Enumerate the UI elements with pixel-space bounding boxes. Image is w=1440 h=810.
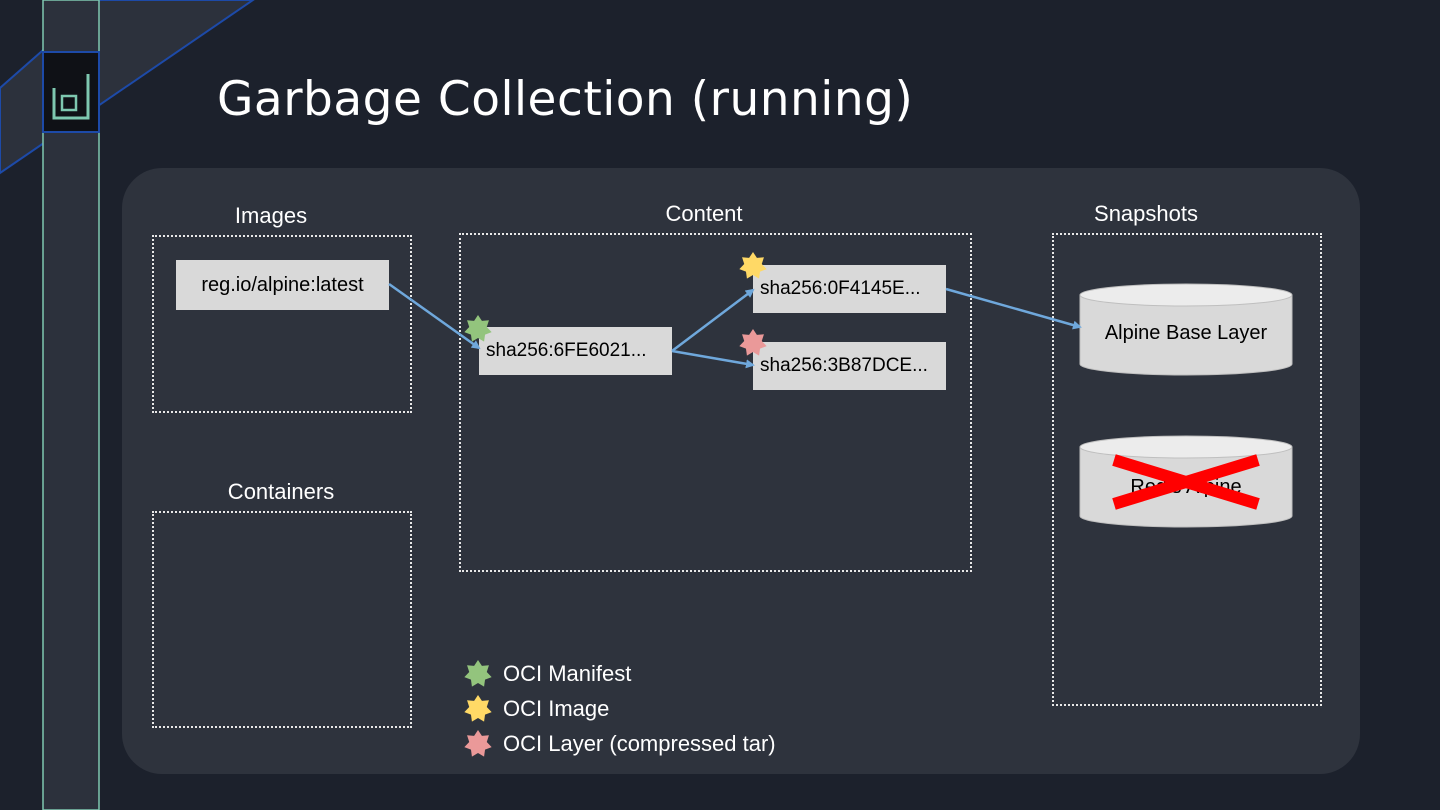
containers-box — [152, 511, 412, 728]
image-node: reg.io/alpine:latest — [176, 260, 389, 310]
yellow-star-icon — [464, 695, 492, 722]
manifest-star-icon — [464, 315, 492, 342]
snapshots-section-label: Snapshots — [1094, 201, 1198, 226]
containerd-logo-icon — [52, 74, 90, 120]
decorative-stripes — [0, 0, 255, 810]
arrow-image-to-manifest — [388, 282, 481, 350]
arrow-manifest-to-config — [671, 288, 755, 352]
images-box — [152, 235, 412, 413]
containers-section-label: Containers — [227, 479, 335, 504]
snapshot-cylinder-kept — [1079, 283, 1293, 376]
layer-star-icon — [739, 329, 767, 356]
images-section-label: Images — [234, 203, 308, 228]
pink-star-icon — [464, 730, 492, 757]
content-box — [459, 233, 972, 572]
layer-digest-node: sha256:3B87DCE... — [753, 342, 946, 390]
green-star-icon — [464, 660, 492, 687]
snapshot-alpine-base-layer: Alpine Base Layer — [1104, 322, 1268, 344]
legend-item-manifest: OCI Manifest — [463, 659, 631, 689]
slide-title: Garbage Collection (running) — [217, 72, 914, 127]
legend-item-layer: OCI Layer (compressed tar) — [463, 729, 776, 759]
content-section-label: Content — [665, 201, 743, 226]
snapshots-box — [1052, 233, 1322, 706]
legend-label: OCI Image — [503, 696, 610, 721]
image-star-icon — [739, 252, 767, 279]
legend-item-image: OCI Image — [463, 694, 609, 724]
manifest-digest-node: sha256:6FE6021... — [479, 327, 672, 375]
arrow-manifest-to-layer — [671, 349, 755, 369]
legend-label: OCI Manifest — [503, 661, 632, 686]
delete-cross-icon — [1112, 454, 1260, 510]
arrow-config-to-snapshot — [945, 287, 1082, 330]
legend-label: OCI Layer (compressed tar) — [503, 731, 776, 756]
config-digest-node: sha256:0F4145E... — [753, 265, 946, 313]
